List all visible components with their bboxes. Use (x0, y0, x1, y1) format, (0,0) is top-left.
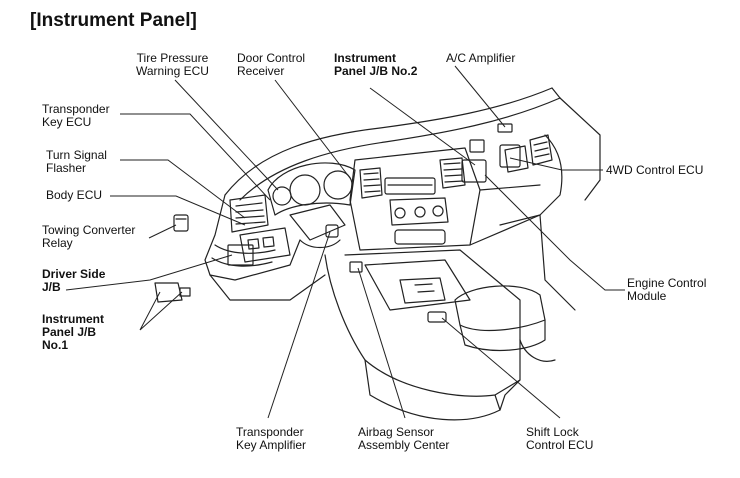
leader-towing-relay (148, 224, 177, 239)
leader-tire-pressure (174, 79, 279, 191)
leader-shift-lock (441, 317, 561, 419)
leader-turn-signal (120, 159, 246, 219)
leader-door-control (274, 79, 351, 179)
leader-lines (65, 65, 625, 419)
leader-transponder-ecu (120, 113, 271, 201)
leader-ip-jb2 (369, 87, 476, 166)
dashboard-drawing (154, 87, 601, 421)
leader-4wd (509, 157, 603, 171)
label-ac-amplifier: A/C Amplifier (446, 51, 516, 65)
leader-airbag (357, 267, 406, 419)
leader-driver-jb (65, 254, 233, 291)
page-title: [Instrument Panel] (30, 10, 197, 31)
leader-transponder-amp (267, 231, 331, 419)
label-4wd-control-ecu: 4WD Control ECU (606, 163, 704, 177)
leader-engine (484, 174, 625, 291)
leader-ip-jb1 (139, 291, 183, 331)
leader-body-ecu (110, 195, 246, 226)
label-body-ecu: Body ECU (46, 188, 103, 202)
leader-ac-amplifier (454, 65, 506, 128)
